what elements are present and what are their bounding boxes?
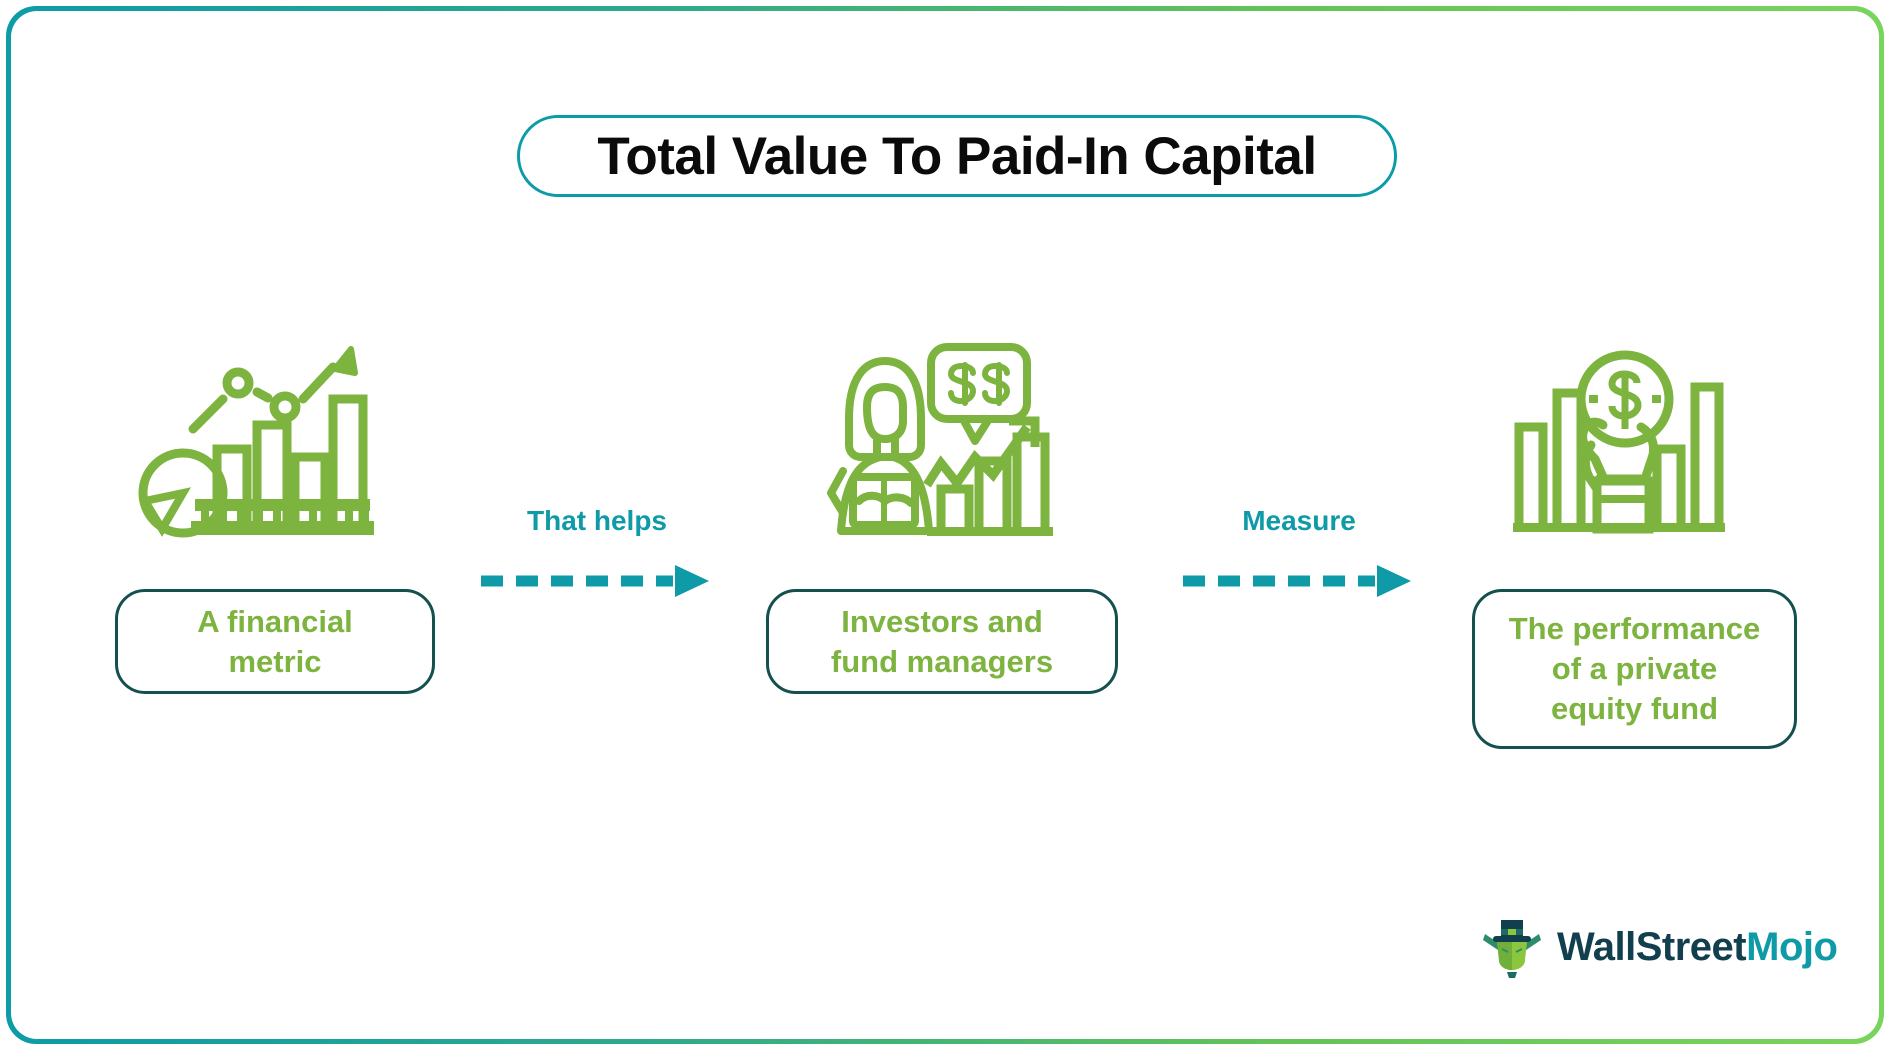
connector-label-2: Measure	[1242, 505, 1356, 536]
step-box-2: Investors and fund managers	[766, 589, 1118, 694]
step-label-1-line2: metric	[228, 643, 322, 679]
dashed-arrow-right-icon-2	[1183, 565, 1411, 597]
page-title: Total Value To Paid-In Capital	[597, 126, 1317, 186]
connector-label-1: That helps	[526, 505, 667, 536]
infographic-canvas: Total Value To Paid-In Capital	[11, 11, 1879, 1039]
step-box-1: A financial metric	[115, 589, 435, 694]
page-title-pill: Total Value To Paid-In Capital	[517, 115, 1397, 197]
step-label-3: The performance of a private equity fund	[1495, 609, 1775, 728]
pie-bar-chart-growth-icon	[138, 346, 374, 538]
wallstreetmojo-bull-mascot-icon	[1483, 920, 1541, 978]
step-label-2-line1: Investors and	[841, 603, 1043, 639]
logo-wordmark: WallStreetMojo	[1557, 924, 1838, 970]
dashed-arrow-right-icon-1	[481, 565, 709, 597]
logo-word-primary: WallStreet	[1557, 924, 1747, 969]
step-label-3-line3: equity fund	[1550, 690, 1719, 726]
step-label-2-line2: fund managers	[830, 643, 1054, 679]
brand-logo: WallStreetMojo	[1481, 916, 1838, 978]
step-label-3-line1: The performance	[1508, 611, 1761, 647]
step-label-1-line1: A financial	[197, 603, 353, 639]
infographic-frame: Total Value To Paid-In Capital	[6, 6, 1884, 1044]
step-box-3: The performance of a private equity fund	[1472, 589, 1797, 749]
investor-person-dollar-chart-icon	[827, 343, 1053, 536]
step-label-2: Investors and fund managers	[817, 602, 1067, 681]
step-label-1: A financial metric	[183, 602, 367, 681]
logo-word-secondary: Mojo	[1746, 924, 1838, 969]
step-label-3-line2: of a private	[1551, 651, 1718, 687]
hand-holding-dollar-coin-bar-chart-icon	[1513, 350, 1725, 534]
